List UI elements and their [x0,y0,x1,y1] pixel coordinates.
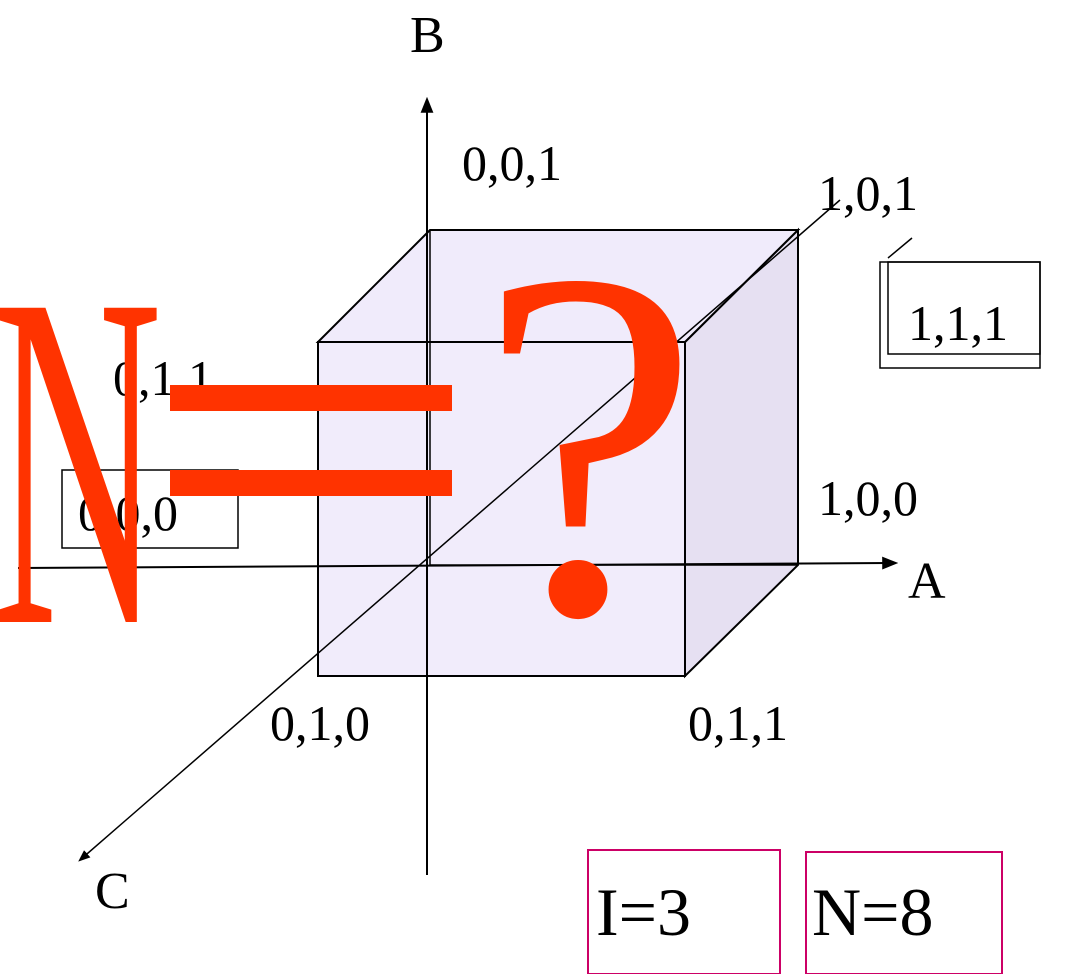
stat-i-value: I=3 [596,874,691,950]
vertex-label-000: 0,0,0 [78,485,178,541]
vertex-box-000 [61,469,239,549]
diagonal-line [684,229,799,343]
stat-n-value: N=8 [812,874,933,950]
vertex-label-001: 0,0,1 [462,135,562,191]
pointer-line-111 [887,237,913,259]
vertex-box-111 [887,261,1041,355]
overlay-question-mark: ? [478,167,700,721]
vertex-label-101: 1,0,1 [818,165,918,221]
vertex-label-111: 1,1,1 [908,295,1008,351]
vertex-label-011-front: 0,1,1 [688,695,788,751]
overlay-n-letter: N [0,194,162,726]
axis-b-label: B [410,7,445,64]
axis-a [17,556,899,570]
vertex-label-100: 1,0,0 [818,470,918,526]
overlay-equals-top [170,385,452,411]
axis-c [78,199,841,862]
stat-box-i [587,849,781,974]
stat-box-n [805,851,1003,974]
overlay-equals-bottom [170,470,452,496]
axis-c-label: C [95,863,130,920]
axis-a-label: A [908,553,946,610]
vertex-label-010: 0,1,0 [270,695,370,751]
